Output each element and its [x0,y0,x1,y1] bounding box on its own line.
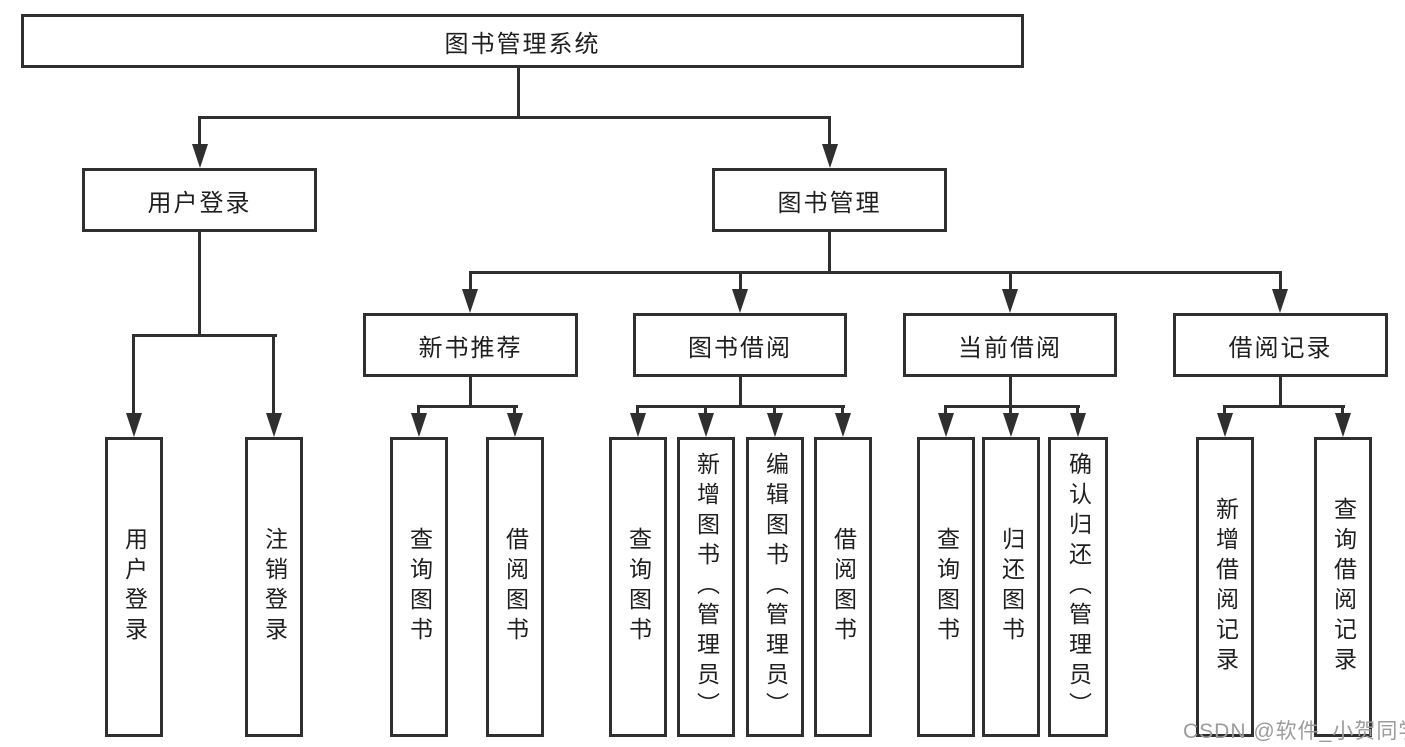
node-bb-edit-book-label: 编辑图书（管理员） [762,452,789,722]
connector-root-hbar [198,116,831,119]
arrowhead-down-icon [1070,413,1086,437]
node-book-borrow-label: 图书借阅 [688,334,792,362]
node-current-borrow: 当前借阅 [903,313,1117,377]
connector-stem-br-add [1223,405,1226,417]
connector-new-book-rec-hbar [417,405,518,408]
connector-borrow-records-stem [1279,375,1282,408]
connector-stem-current-borrow [1009,271,1012,292]
node-cb-confirm-return-label: 确认归还（管理员） [1065,452,1092,722]
connector-root-stem [517,66,520,119]
connector-user-login-hbar [132,334,277,337]
node-bb-borrow-book: 借阅图书 [814,437,872,737]
node-rec-borrow-book: 借阅图书 [486,437,544,737]
node-cb-return-book-label: 归还图书 [998,527,1025,647]
arrowhead-down-icon [835,413,851,437]
connector-stem-borrow-records [1279,271,1282,292]
node-br-add-record-label: 新增借阅记录 [1212,497,1239,677]
connector-stem-login [132,334,135,417]
arrowhead-down-icon [1272,289,1288,313]
connector-stem-bb-query [636,405,639,417]
connector-stem-cb-confirm [1076,405,1079,417]
node-new-book-rec: 新书推荐 [363,313,578,377]
arrowhead-down-icon [767,413,783,437]
arrowhead-down-icon [126,413,142,437]
arrowhead-down-icon [411,413,427,437]
connector-new-book-rec-stem [469,375,472,408]
node-br-query-record-label: 查询借阅记录 [1330,497,1357,677]
connector-borrow-records-hbar [1223,405,1345,408]
node-current-borrow-label: 当前借阅 [958,334,1062,362]
node-book-mgmt: 图书管理 [712,168,947,232]
arrowhead-down-icon [266,413,282,437]
connector-stem-br-query [1341,405,1344,417]
node-user-login-label: 用户登录 [147,189,252,217]
arrowhead-down-icon [1217,413,1233,437]
node-bb-add-book: 新增图书（管理员） [677,437,735,737]
connector-stem-logout [272,334,275,417]
arrowhead-down-icon [1003,413,1019,437]
connector-stem-rec-query [417,405,420,417]
node-logout: 注销登录 [245,437,303,737]
node-cb-confirm-return: 确认归还（管理员） [1048,437,1108,737]
node-root-label: 图书管理系统 [444,30,601,58]
arrowhead-down-icon [507,413,523,437]
arrowhead-down-icon [1002,289,1018,313]
node-rec-query-book-label: 查询图书 [406,527,433,647]
connector-stem-user-login [198,116,201,147]
connector-user-login-stem [198,230,201,337]
node-root: 图书管理系统 [21,14,1024,68]
arrowhead-down-icon [192,144,208,168]
node-user-login: 用户登录 [82,168,317,232]
connector-stem-bb-edit [773,405,776,417]
connector-book-borrow-stem [739,375,742,408]
node-bb-add-book-label: 新增图书（管理员） [693,452,720,722]
node-br-query-record: 查询借阅记录 [1314,437,1372,737]
node-new-book-rec-label: 新书推荐 [418,334,523,362]
arrowhead-down-icon [630,413,646,437]
connector-stem-cb-query [944,405,947,417]
connector-stem-bb-add [704,405,707,417]
connector-stem-bb-borrow [841,405,844,417]
watermark: CSDN @软件_小贺同学 [1183,720,1405,743]
connector-book-mgmt-hbar [469,271,1282,274]
node-borrow-records-label: 借阅记录 [1228,334,1333,362]
connector-current-borrow-hbar [944,405,1080,408]
arrowhead-down-icon [698,413,714,437]
connector-current-borrow-stem [1009,375,1012,408]
node-book-mgmt-label: 图书管理 [777,189,882,217]
connector-stem-book-mgmt [828,116,831,147]
arrowhead-down-icon [732,289,748,313]
node-login-label: 用户登录 [121,527,148,647]
connector-book-borrow-hbar [636,405,845,408]
connector-book-mgmt-stem [828,231,831,274]
node-rec-borrow-book-label: 借阅图书 [502,527,529,647]
connector-stem-new-book-rec [469,271,472,292]
node-bb-borrow-book-label: 借阅图书 [830,527,857,647]
node-rec-query-book: 查询图书 [390,437,448,737]
connector-stem-cb-return [1009,405,1012,417]
connector-stem-rec-borrow [513,405,516,417]
node-logout-label: 注销登录 [261,527,288,647]
node-login: 用户登录 [105,437,163,737]
arrowhead-down-icon [822,144,838,168]
node-cb-query-book-label: 查询图书 [933,527,960,647]
node-cb-return-book: 归还图书 [982,437,1040,737]
node-book-borrow: 图书借阅 [633,313,847,377]
arrowhead-down-icon [1335,413,1351,437]
node-br-add-record: 新增借阅记录 [1196,437,1254,737]
node-borrow-records: 借阅记录 [1173,313,1388,377]
arrowhead-down-icon [938,413,954,437]
node-cb-query-book: 查询图书 [917,437,975,737]
node-bb-query-book: 查询图书 [609,437,667,737]
node-bb-query-book-label: 查询图书 [625,527,652,647]
arrowhead-down-icon [462,289,478,313]
node-bb-edit-book: 编辑图书（管理员） [746,437,804,737]
connector-stem-book-borrow [739,271,742,292]
